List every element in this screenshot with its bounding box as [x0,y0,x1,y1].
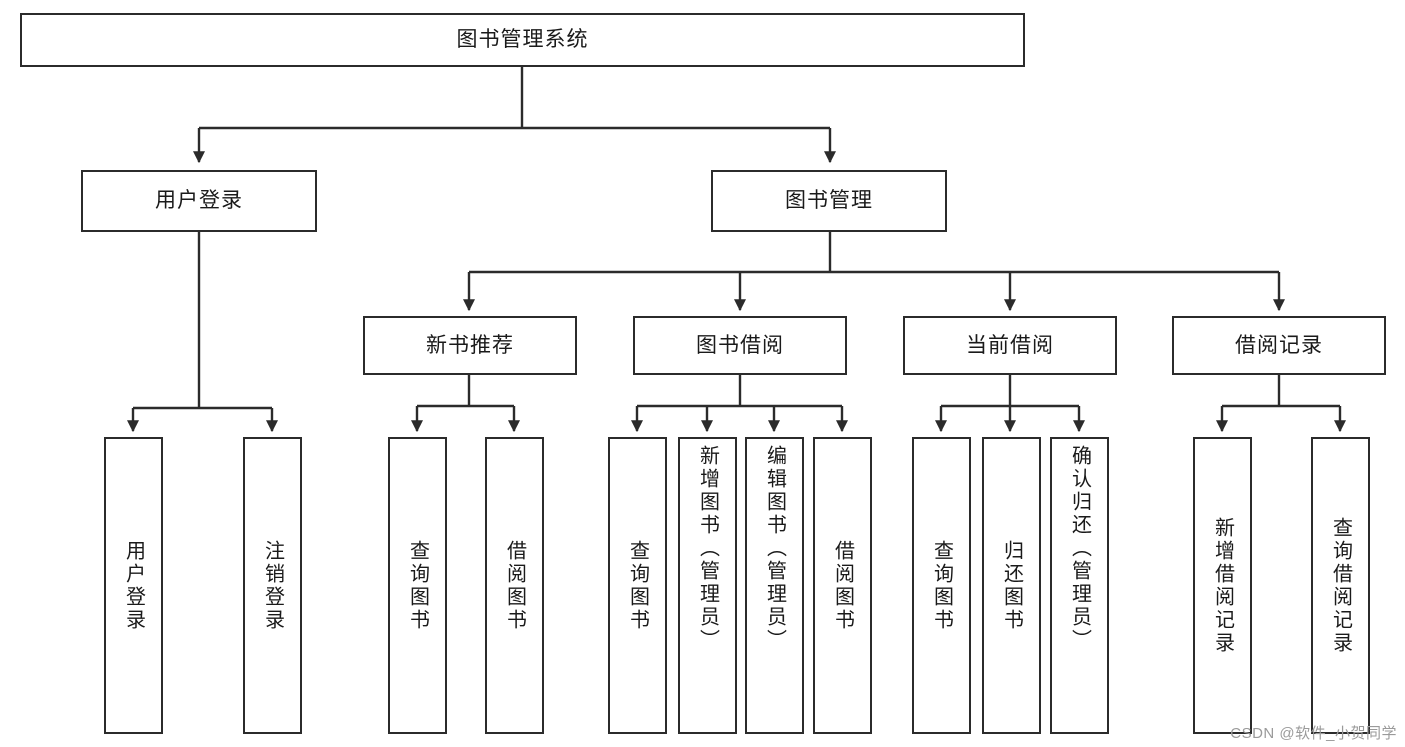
leaf-borrow-borrow-book[interactable]: 借阅图书 [813,437,872,734]
leaf-label: 新增图书（管理员） [696,445,719,652]
node-book-management[interactable]: 图书管理 [711,170,947,232]
leaf-label: 用户登录 [122,539,145,632]
node-borrow-record-label: 借阅记录 [1235,333,1323,357]
leaf-label: 查询图书 [406,539,429,632]
leaf-label: 借阅图书 [831,539,854,632]
leaf-label: 编辑图书（管理员） [763,445,786,652]
leaf-new-book-query[interactable]: 查询图书 [388,437,447,734]
node-book-borrow[interactable]: 图书借阅 [633,316,847,375]
leaf-label: 查询图书 [930,539,953,632]
leaf-label: 查询借阅记录 [1329,516,1352,655]
leaf-record-add[interactable]: 新增借阅记录 [1193,437,1252,734]
leaf-current-query-book[interactable]: 查询图书 [912,437,971,734]
leaf-borrow-edit-book-admin[interactable]: 编辑图书（管理员） [745,437,804,734]
node-current-borrow-label: 当前借阅 [966,333,1054,357]
leaf-label: 确认归还（管理员） [1068,445,1091,652]
node-user-login[interactable]: 用户登录 [81,170,317,232]
watermark: CSDN @软件_小贺同学 [1230,725,1397,742]
node-book-borrow-label: 图书借阅 [696,333,784,357]
leaf-borrow-query-book[interactable]: 查询图书 [608,437,667,734]
leaf-label: 查询图书 [626,539,649,632]
node-root-label: 图书管理系统 [456,28,589,52]
leaf-record-query[interactable]: 查询借阅记录 [1311,437,1370,734]
node-root[interactable]: 图书管理系统 [20,13,1025,67]
node-current-borrow[interactable]: 当前借阅 [903,316,1117,375]
node-user-login-label: 用户登录 [155,189,243,213]
leaf-current-confirm-return-admin[interactable]: 确认归还（管理员） [1050,437,1109,734]
leaf-label: 注销登录 [261,539,284,632]
leaf-new-book-borrow[interactable]: 借阅图书 [485,437,544,734]
leaf-user-login-signout[interactable]: 注销登录 [243,437,302,734]
leaf-borrow-add-book-admin[interactable]: 新增图书（管理员） [678,437,737,734]
leaf-label: 借阅图书 [503,539,526,632]
node-borrow-record[interactable]: 借阅记录 [1172,316,1386,375]
leaf-label: 归还图书 [1000,539,1023,632]
leaf-user-login-signin[interactable]: 用户登录 [104,437,163,734]
node-book-management-label: 图书管理 [785,189,873,213]
node-new-book-recommend[interactable]: 新书推荐 [363,316,577,375]
leaf-label: 新增借阅记录 [1211,516,1234,655]
node-new-book-recommend-label: 新书推荐 [426,333,514,357]
leaf-current-return-book[interactable]: 归还图书 [982,437,1041,734]
